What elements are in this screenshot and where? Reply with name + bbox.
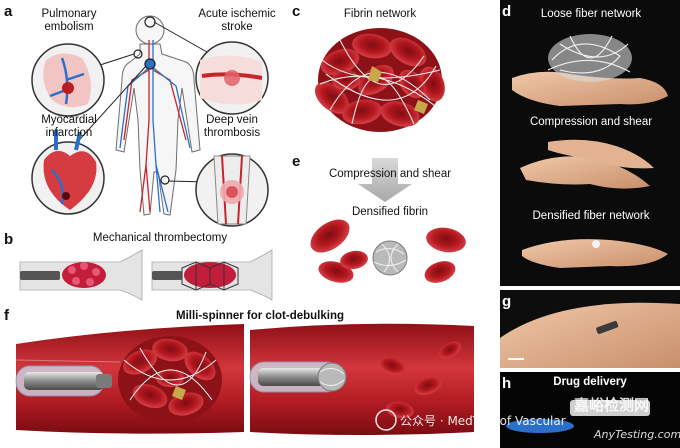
label-acute-ischemic-stroke: Acute ischemic stroke [198,8,276,34]
panel-label-e: e [292,153,301,170]
watermark-url: AnyTesting.com [594,428,680,441]
vessel-after [249,323,474,435]
panel-h-title: Drug delivery [553,376,627,388]
compression-arrow [358,158,412,202]
milli-spinner-device [596,320,619,334]
panel-label-a: a [4,3,13,20]
inset-myocardial-infarction [31,130,105,215]
panel-d-photo [500,0,680,286]
panel-label-f: f [4,307,9,324]
panel-h-photo [500,372,680,448]
hand-4 [522,239,668,268]
hand-2 [520,156,650,189]
panel-label-g: g [502,293,512,310]
wechat-logo-icon [375,409,397,431]
scale-bar [508,358,524,360]
caption-compression-shear: Compression and shear [529,116,653,128]
panel-f-art [15,323,474,435]
caption-densified-fiber: Densified fiber network [532,210,650,222]
loose-fiber-network [547,34,632,82]
panel-f-title: Milli-spinner for clot-debulking [175,310,345,322]
panel-b-art [19,249,273,301]
vascular-tree [119,40,191,213]
leg-marker [160,175,170,185]
panel-label-h: h [502,375,512,392]
caption-loose-fiber: Loose fiber network [540,8,642,20]
hand-3 [548,139,654,169]
heart-marker [144,58,156,70]
panel-b-title: Mechanical thrombectomy [92,232,228,244]
inset-pulmonary-embolism [31,43,105,117]
panel-a-art [31,15,269,227]
platelet [368,66,382,82]
label-pulmonary-embolism: Pulmonary embolism [41,8,97,34]
label-myocardial-infarction: Myocardial infarction [41,114,97,140]
thrombectomy-vessel-right [151,249,273,301]
fingertip [500,302,680,368]
panel-label-b: b [4,231,14,248]
panel-c-art [314,28,445,132]
panel-g-photo [500,290,680,368]
inset-acute-ischemic-stroke [195,41,269,115]
panel-label-d: d [502,3,512,20]
panel-label-c: c [292,3,301,20]
red-blood-cell [426,227,466,253]
drug-capsule [506,419,574,433]
delivery-catheter [570,400,650,416]
red-blood-cell [310,219,350,253]
red-blood-cell [424,261,456,283]
densified-fibrin-ball [372,240,408,276]
densified-fibrin-label: Densified fibrin [351,206,429,218]
panel-c-title: Fibrin network [343,8,417,20]
watermark-text: 公众号 · MedTalk of Vascular [400,414,566,428]
watermark-site: 嘉峪检测网 [574,396,650,414]
thrombectomy-vessel-left [19,249,143,301]
label-deep-vein-thrombosis: Deep vein thrombosis [203,114,261,140]
densified-fiber-ball [592,240,600,248]
panel-e-art [310,158,466,283]
red-blood-cell [340,250,368,270]
vessel-before [15,324,244,434]
platelet [414,100,428,114]
rbc-cluster [314,28,445,132]
inset-deep-vein-thrombosis [195,153,269,227]
compression-shear-label: Compression and shear [328,168,452,180]
hand-1 [512,71,668,106]
